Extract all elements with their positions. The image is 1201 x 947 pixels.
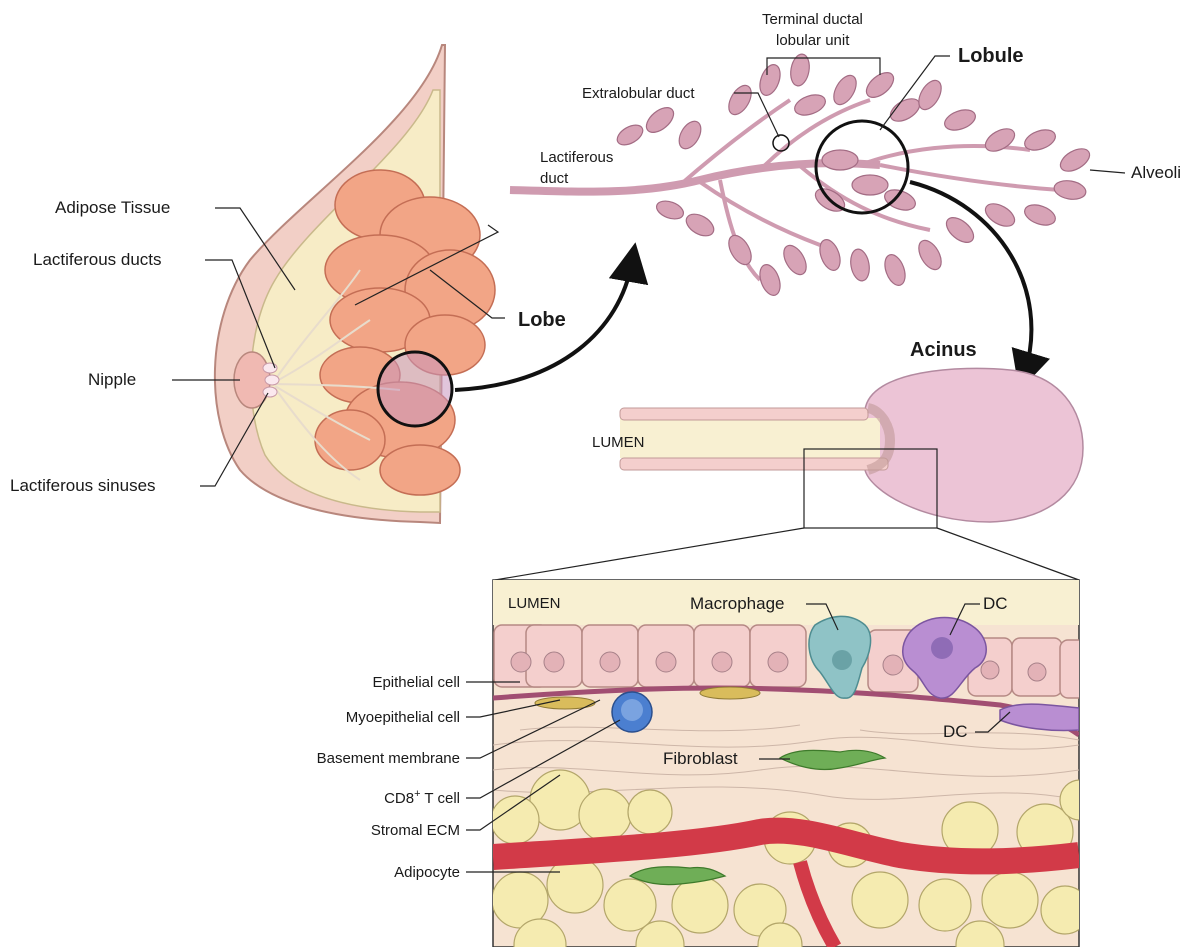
fibroblast-label: Fibroblast — [663, 749, 738, 768]
acinus: Acinus LUMEN — [495, 339, 1083, 580]
stromal-ecm-label: Stromal ECM — [371, 822, 460, 839]
detail-lumen-label: LUMEN — [508, 595, 561, 612]
acinus-body — [865, 368, 1083, 522]
extralobular-duct-label: Extralobular duct — [582, 85, 695, 102]
lobule-label: Lobule — [958, 45, 1024, 67]
dc-label-side: DC — [943, 722, 968, 741]
tdlu-bracket — [767, 58, 880, 75]
cd8-label-rest: T cell — [421, 790, 460, 807]
epithelial-cell-label: Epithelial cell — [372, 674, 460, 691]
myoepithelial-cell-label: Myoepithelial cell — [346, 709, 460, 726]
breast-cross-section — [215, 45, 495, 523]
acinus-duct-lumen — [620, 418, 880, 458]
lobe-zoom-circle — [378, 352, 452, 426]
lactiferous-duct-label-line1: Lactiferous — [540, 149, 613, 166]
lobe-cluster — [315, 170, 495, 495]
acinus-duct-wall-top — [620, 408, 868, 420]
cd8-label-main: CD8 — [384, 790, 414, 807]
tdlu-label-line2: lobular unit — [776, 32, 850, 49]
tissue-detail-panel: LUMEN Macrophage DC DC Fibroblast — [491, 580, 1100, 947]
alveoli-label: Alveoli — [1131, 163, 1181, 182]
lactiferous-duct-label-line2: duct — [540, 170, 569, 187]
basement-membrane-label: Basement membrane — [317, 750, 460, 767]
lactiferous-ducts-label: Lactiferous ducts — [33, 250, 162, 269]
acinus-lumen-label: LUMEN — [592, 434, 645, 451]
dc-nucleus-top — [931, 637, 953, 659]
cd8-t-cell-label: CD8+ T cell — [384, 788, 460, 807]
nipple-label: Nipple — [88, 370, 136, 389]
macrophage-label: Macrophage — [690, 594, 785, 613]
lactiferous-sinuses-label: Lactiferous sinuses — [10, 476, 156, 495]
acinus-title: Acinus — [910, 339, 977, 361]
acinus-duct-wall-bottom — [620, 458, 888, 470]
adipocyte-label: Adipocyte — [394, 864, 460, 881]
lobe-label: Lobe — [518, 309, 566, 331]
adipose-tissue-label: Adipose Tissue — [55, 198, 170, 217]
dc-label-top: DC — [983, 594, 1008, 613]
tdlu-label-line1: Terminal ductal — [762, 11, 863, 28]
lactiferous-sinuses — [263, 363, 279, 397]
cd8-t-cell-nucleus — [621, 699, 643, 721]
macrophage-nucleus — [832, 650, 852, 670]
